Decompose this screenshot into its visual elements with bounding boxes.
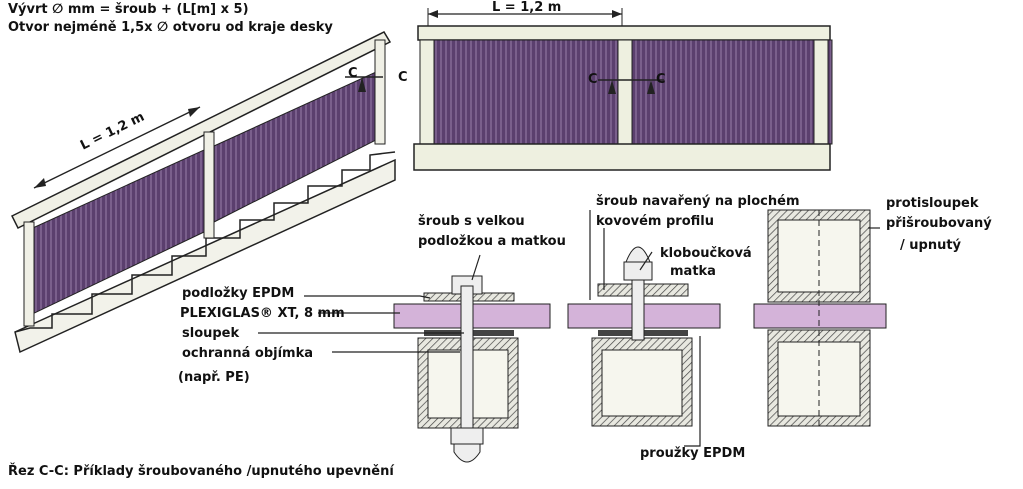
epdm-strips-label: proužky EPDM bbox=[640, 446, 746, 461]
front-section-mark-left: C bbox=[588, 72, 598, 87]
front-post-right bbox=[813, 39, 829, 145]
front-railing bbox=[413, 8, 833, 171]
detail-bolted bbox=[393, 275, 551, 463]
counterpost-label-line3: / upnutý bbox=[900, 238, 962, 253]
leader-lines bbox=[258, 210, 880, 447]
stair-handrail bbox=[10, 31, 392, 230]
stair-post-2 bbox=[203, 131, 215, 239]
cap-nut-label-line2: matka bbox=[670, 264, 716, 279]
detail-welded bbox=[567, 246, 721, 427]
sleeve-label-line2: (např. PE) bbox=[178, 370, 250, 385]
front-section-mark-right: C bbox=[656, 72, 666, 87]
stair-railing bbox=[10, 31, 396, 354]
front-length-label: L = 1,2 m bbox=[492, 0, 562, 15]
post-label: sloupek bbox=[182, 326, 240, 341]
section-caption: Řez C-C: Příklady šroubovaného /upnutého… bbox=[8, 464, 394, 479]
welded-bolt-label-line1: šroub navařený na plochém bbox=[596, 194, 800, 209]
welded-bolt-label-line2: kovovém profilu bbox=[596, 214, 714, 229]
detail3-plexiglas bbox=[753, 303, 887, 329]
plexiglas-label: PLEXIGLAS® XT, 8 mm bbox=[180, 306, 345, 321]
detail2-post-inner bbox=[601, 349, 683, 417]
front-panel-right bbox=[631, 39, 833, 145]
detail-counterpost bbox=[753, 209, 887, 427]
stair-post-3 bbox=[374, 39, 386, 145]
bolt-label-line1: šroub s velkou bbox=[418, 214, 525, 229]
stair-post-1 bbox=[23, 221, 35, 327]
counterpost-label-line1: protisloupek bbox=[886, 196, 979, 211]
epdm-washers-label: podložky EPDM bbox=[182, 286, 295, 301]
edge-rule-text: Otvor nejméně 1,5x ∅ otvoru od kraje des… bbox=[8, 20, 333, 35]
front-post-middle bbox=[617, 39, 633, 145]
detail1-bolt bbox=[460, 285, 474, 439]
front-panel-left bbox=[433, 39, 619, 145]
sleeve-label-line1: ochranná objímka bbox=[182, 346, 313, 361]
stair-dimension-line bbox=[33, 106, 201, 189]
front-base bbox=[413, 143, 831, 171]
detail1-nut-bottom bbox=[450, 427, 484, 445]
counterpost-label-line2: přišroubovaný bbox=[886, 216, 992, 231]
formula-text: Vývrt ∅ mm = šroub + (L[m] x 5) bbox=[8, 2, 249, 17]
stair-section-mark-right: C bbox=[398, 70, 408, 85]
detail1-cap bbox=[453, 443, 481, 463]
cap-nut-label-line1: kloboučková bbox=[660, 246, 752, 261]
detail2-cap-nut bbox=[623, 261, 653, 281]
front-handrail bbox=[417, 25, 831, 41]
front-post-left bbox=[419, 39, 435, 145]
stair-section-mark-left: C bbox=[348, 66, 358, 81]
bolt-label-line2: podložkou a matkou bbox=[418, 234, 566, 249]
